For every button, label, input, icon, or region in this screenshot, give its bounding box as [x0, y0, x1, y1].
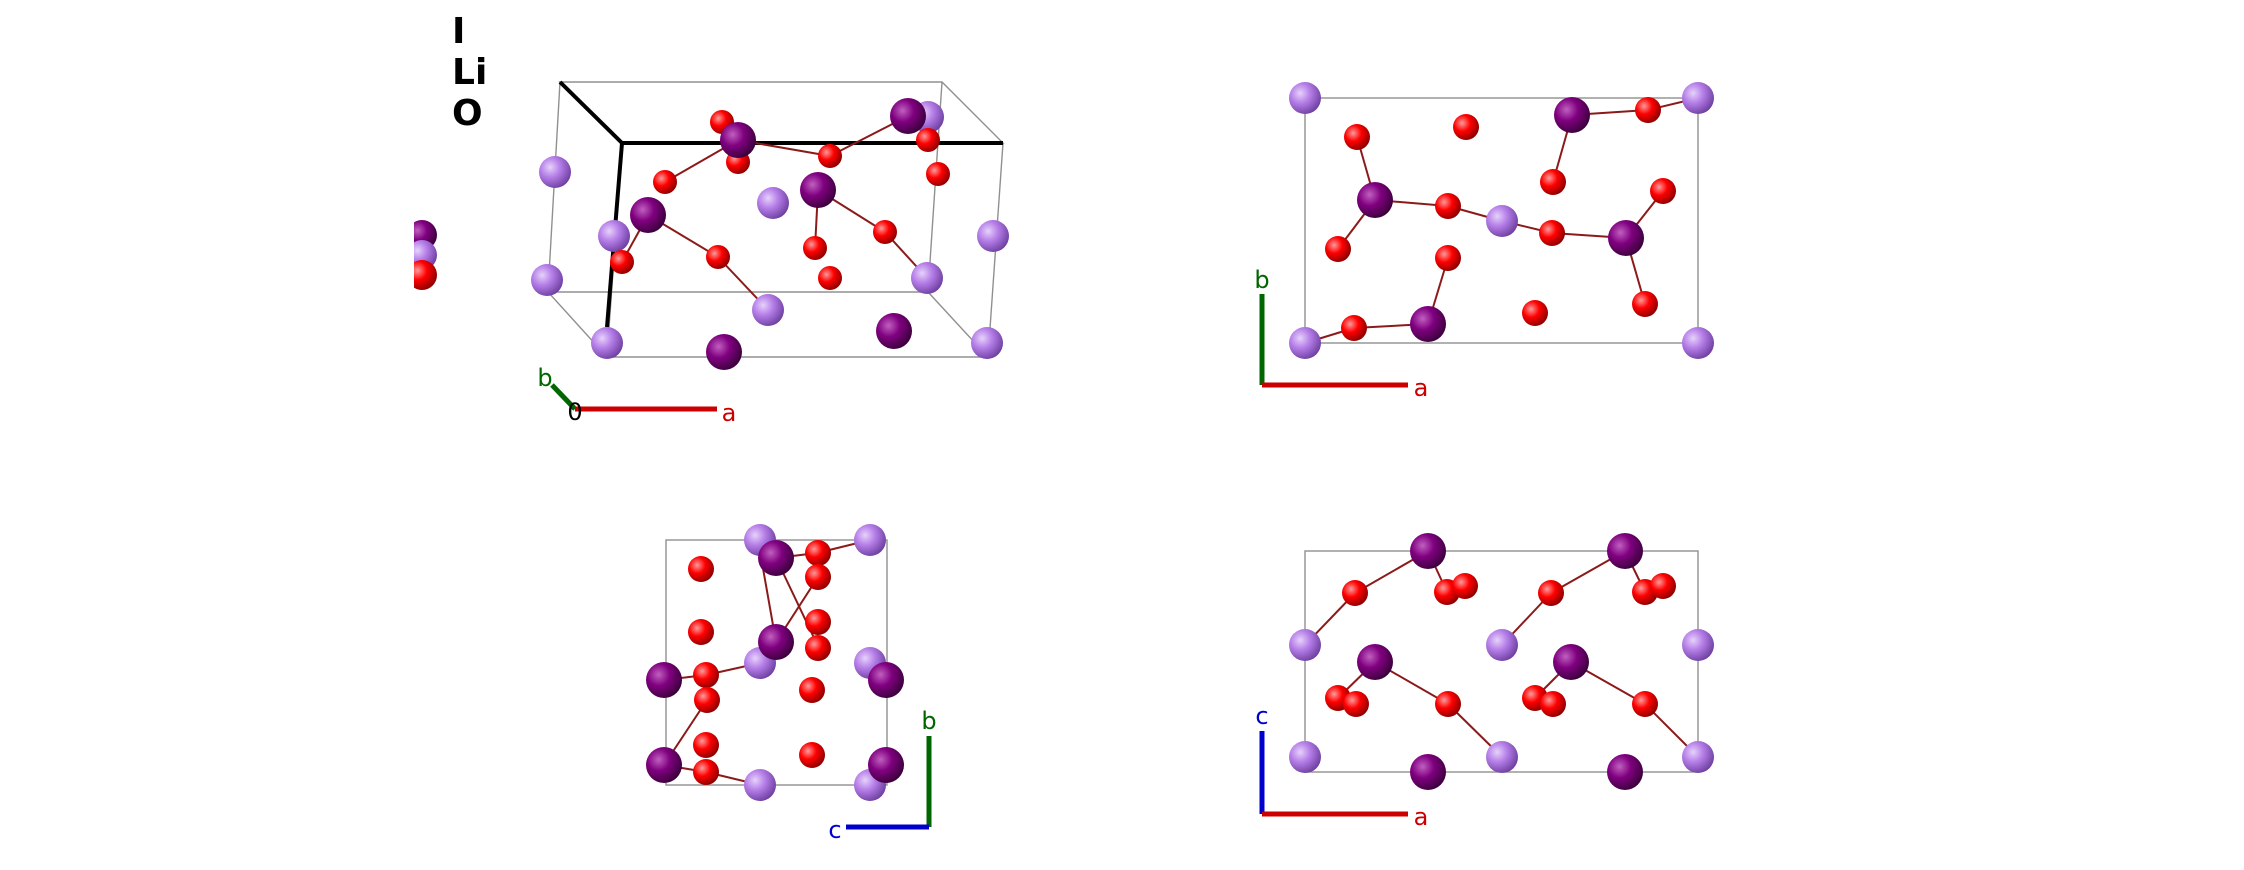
axis-label-a: a — [1414, 374, 1429, 402]
atoms — [1289, 82, 1714, 359]
legend-label-iodine: I — [452, 11, 466, 52]
view-along-c: b a — [1254, 82, 1714, 402]
unit-cell — [1304, 97, 1699, 344]
axis-label-c: c — [828, 816, 841, 844]
axis-indicator: c a — [1255, 702, 1428, 831]
legend-atoms — [407, 220, 437, 290]
axis-label-a: a — [722, 399, 737, 427]
axis-origin-label: 0 — [567, 398, 582, 426]
legend-label-oxygen: O — [452, 93, 483, 134]
atoms — [1289, 533, 1714, 790]
axis-label-a: a — [1414, 803, 1429, 831]
view-perspective: 0 b a — [531, 80, 1009, 427]
axis-label-c: c — [1255, 702, 1268, 730]
view-along-a: b c — [646, 524, 937, 844]
legend-atom-oxygen — [407, 260, 437, 290]
legend-label-lithium: Li — [452, 52, 488, 93]
axis-label-b: b — [921, 707, 936, 735]
axis-indicator: 0 b a — [537, 364, 736, 427]
atoms — [646, 524, 904, 801]
axis-label-b: b — [537, 364, 552, 392]
axis-indicator: b c — [828, 707, 936, 844]
axis-indicator: b a — [1254, 266, 1428, 402]
axis-label-b: b — [1254, 266, 1269, 294]
view-along-b: c a — [1255, 533, 1714, 831]
atoms — [531, 98, 1009, 370]
